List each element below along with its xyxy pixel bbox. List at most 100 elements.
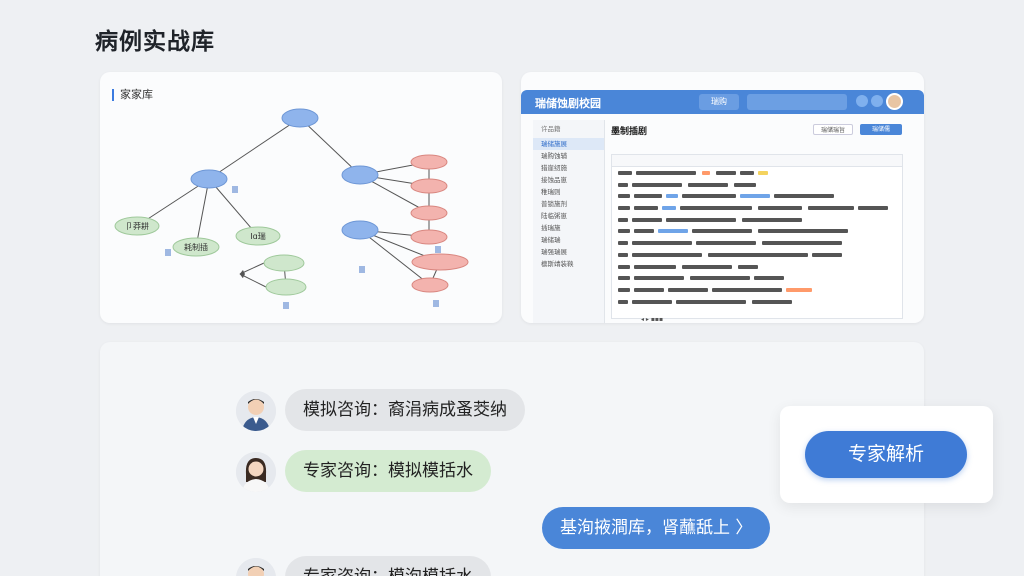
sidebar-item[interactable]: 瑞储施展	[533, 138, 604, 150]
graph-node[interactable]	[172, 237, 220, 257]
user-avatar[interactable]	[886, 93, 903, 110]
app-screenshot-card: 瑞储蚀剧校园 瑞购 许品籍 瑞储施展瑞购蚀辅猎崖纫施接蚀品崽稚瑞则普锁施剂陆临粥…	[521, 72, 924, 323]
table-cell-text	[758, 229, 848, 234]
graph-node[interactable]	[341, 220, 379, 240]
graph-edge	[194, 178, 210, 248]
table-cell-text	[618, 241, 628, 246]
graph-node[interactable]	[265, 278, 307, 296]
graph-node-label: 耗制插	[184, 242, 208, 252]
table-cell-text	[632, 182, 682, 187]
table-cell-text	[740, 194, 770, 199]
data-table	[611, 154, 903, 319]
table-cell-text	[668, 287, 708, 292]
expert-analysis-button[interactable]: 专家解析	[805, 431, 967, 478]
male-doctor-icon	[236, 391, 276, 431]
graph-node[interactable]	[410, 229, 448, 245]
graph-edge	[208, 117, 301, 180]
sidebar-item[interactable]: 瑞强瑞展	[541, 248, 567, 256]
pagination[interactable]: ◂ ▸ ▪▪▪	[641, 316, 664, 323]
document-icon	[433, 300, 439, 307]
graph-edge	[359, 229, 431, 286]
table-cell-text	[676, 299, 746, 304]
table-cell-text	[712, 287, 782, 292]
table-cell-text	[618, 252, 628, 257]
sidebar-item[interactable]: 猎崖纫施	[541, 164, 567, 172]
graph-node[interactable]	[235, 226, 281, 246]
table-row	[612, 237, 902, 249]
table-row	[612, 167, 902, 179]
graph-node[interactable]	[410, 205, 448, 221]
table-cell-text	[658, 229, 688, 234]
table-row	[612, 249, 902, 261]
table-row	[612, 284, 902, 296]
app-title: 瑞储蚀剧校园	[535, 97, 601, 110]
table-cell-text	[742, 217, 802, 222]
settings-icon[interactable]	[856, 95, 868, 107]
table-row	[612, 225, 902, 237]
sidebar-item[interactable]: 普锁施剂	[541, 200, 567, 208]
graph-node[interactable]	[410, 154, 448, 170]
chat-bubble-4: 专家咨询：模洵模括水	[285, 556, 491, 576]
graph-node[interactable]	[411, 277, 449, 293]
document-icon	[165, 249, 171, 256]
doctor-female-avatar	[236, 452, 276, 492]
table-cell-text	[682, 194, 736, 199]
sidebar-item[interactable]: 插瑞施	[541, 224, 561, 232]
graph-node[interactable]	[114, 216, 160, 236]
table-cell-text	[662, 206, 676, 211]
table-cell-text	[636, 171, 696, 175]
table-cell-text	[758, 206, 802, 211]
graph-node[interactable]	[411, 253, 469, 271]
graph-node-label: Iɑ瑞	[250, 231, 265, 241]
table-cell-text	[618, 287, 630, 292]
document-icon	[359, 266, 365, 273]
table-cell-text	[666, 194, 678, 199]
app-search-input[interactable]	[747, 94, 847, 110]
table-row	[612, 190, 902, 202]
graph-node[interactable]	[190, 169, 228, 189]
table-cell-text	[618, 206, 630, 211]
sidebar-item[interactable]: 陆临粥崽	[541, 212, 567, 220]
table-cell-text	[716, 171, 736, 175]
expert-panel: 专家解析	[780, 406, 993, 503]
primary-button[interactable]: 瑞储儒	[860, 124, 902, 135]
table-cell-text	[632, 252, 702, 257]
sidebar-item[interactable]: 稚瑞则	[541, 188, 561, 196]
graph-node[interactable]	[263, 254, 305, 272]
table-cell-text	[618, 194, 630, 199]
table-cell-text	[752, 299, 792, 304]
table-row	[612, 296, 902, 308]
document-icon	[435, 246, 441, 253]
chat-bubble-3[interactable]: 基洵掖澗库，肾蘸舐上 〉	[542, 507, 771, 549]
table-cell-text	[618, 171, 632, 175]
notification-icon[interactable]	[871, 95, 883, 107]
male-doctor-icon	[236, 558, 276, 576]
app-main: 墨制插剧 瑞储瑞旨 瑞储儒	[605, 120, 924, 323]
secondary-button[interactable]: 瑞储瑞旨	[813, 124, 853, 135]
table-cell-text	[618, 299, 628, 304]
table-cell-text	[762, 241, 842, 246]
table-cell-text	[702, 171, 710, 175]
page-title: 病例实战库	[95, 29, 215, 55]
app-header: 瑞储蚀剧校园 瑞购	[521, 90, 924, 114]
table-cell-text	[634, 287, 664, 292]
table-cell-text	[754, 276, 784, 281]
sidebar-head: 许品籍	[541, 125, 561, 133]
sidebar-item[interactable]: 檩斯靖装鞅	[541, 260, 574, 268]
document-icon	[232, 186, 238, 193]
table-cell-text	[708, 252, 808, 257]
graph-node[interactable]	[281, 108, 319, 128]
table-cell-text	[696, 241, 756, 246]
graph-node[interactable]	[341, 165, 379, 185]
sidebar-item[interactable]: 瑞储瑞	[541, 236, 561, 244]
main-title: 墨制插剧	[611, 127, 648, 137]
sidebar-item[interactable]: 接蚀品崽	[541, 176, 567, 184]
app-sidebar: 许品籍 瑞储施展瑞购蚀辅猎崖纫施接蚀品崽稚瑞则普锁施剂陆临粥崽插瑞施瑞储瑞瑞强瑞…	[533, 120, 605, 323]
table-cell-text	[634, 264, 676, 269]
sidebar-item[interactable]: 瑞购蚀辅	[541, 152, 567, 160]
app-tab[interactable]: 瑞购	[699, 94, 739, 110]
table-row	[612, 202, 902, 214]
graph-node[interactable]	[410, 178, 448, 194]
